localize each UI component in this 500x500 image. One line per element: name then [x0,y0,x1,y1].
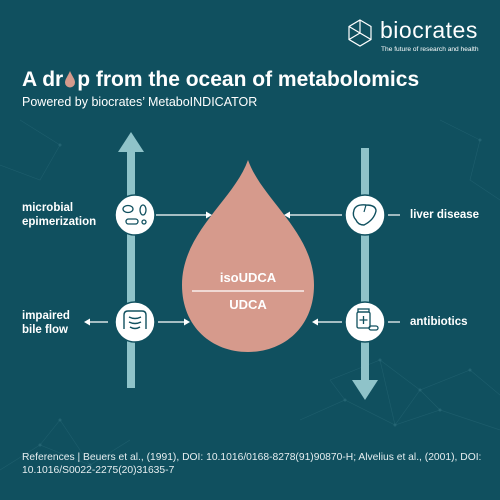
arrow-epimerization-to-drop [156,211,212,219]
page-subtitle: Powered by biocrates’ MetaboINDICATOR [22,95,258,109]
references-text: References | Beuers et al., (1991), DOI:… [22,452,482,476]
arrow-liver-to-drop [284,211,342,219]
intestine-icon [114,301,156,343]
title-part-1: A dr [22,68,64,91]
arrow-antibiotics-to-drop [312,318,342,326]
label-microbial-epimerization: microbial epimerization [22,202,97,228]
label-liver-disease: liver disease [410,209,480,221]
drop-label-udca: UDCA [229,297,267,312]
title-part-2: p from the ocean of metabolomics [77,68,420,91]
brand-name: biocrates [380,17,478,43]
brand-tagline: The future of research and health [381,46,479,53]
drop-letter-icon [65,71,76,88]
drop-label-isoudca: isoUDCA [220,270,277,285]
label-antibiotics: antibiotics [410,316,468,328]
metabolite-drop-shape [182,160,314,352]
bacteria-icon [114,194,156,236]
brand-logo: biocrates The future of research and hea… [346,14,496,58]
hexagon-logo-icon [348,19,372,47]
page-title: A dr p from the ocean of metabolomics [22,68,419,92]
liver-icon [344,194,386,236]
left-up-arrow [118,132,144,388]
arrow-bileflow-to-drop [158,318,190,326]
arrow-bileflow-out [84,318,108,326]
label-impaired-bile-flow: impaired bile flow [22,310,70,336]
right-down-arrow [352,148,378,400]
medication-icon [344,301,386,343]
